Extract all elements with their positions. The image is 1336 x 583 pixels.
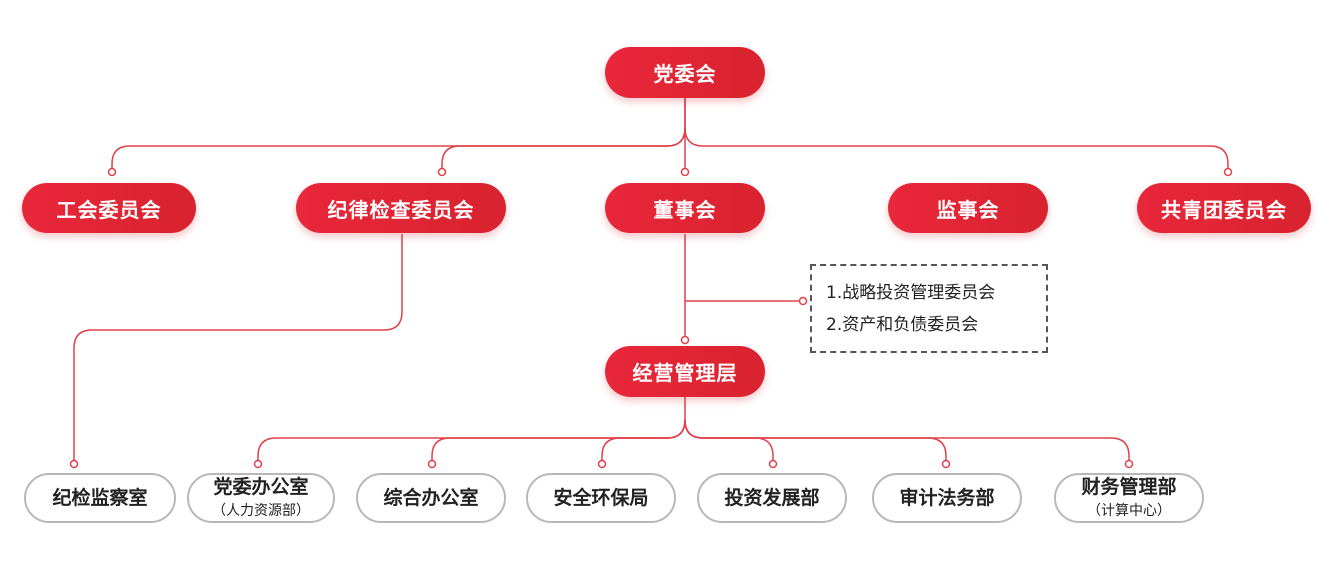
node-label: 监事会 xyxy=(936,197,1000,222)
dept-sublabel: （人力资源部） xyxy=(212,503,310,519)
dept-finance[interactable]: 财务管理部 （计算中心） xyxy=(1054,473,1204,523)
dept-label: 纪检监察室 xyxy=(52,487,148,509)
dept-label: 安全环保局 xyxy=(553,487,649,509)
node-youth-league-committee[interactable]: 共青团委员会 xyxy=(1137,183,1311,233)
dept-label: 审计法务部 xyxy=(899,487,995,509)
node-discipline-committee[interactable]: 纪律检查委员会 xyxy=(296,183,506,233)
dept-label: 综合办公室 xyxy=(383,487,479,509)
dept-investment-development[interactable]: 投资发展部 xyxy=(697,473,847,523)
dept-audit-legal[interactable]: 审计法务部 xyxy=(872,473,1022,523)
node-management[interactable]: 经营管理层 xyxy=(605,346,765,397)
committee-item: 2.资产和负债委员会 xyxy=(826,314,979,335)
dept-label: 党委办公室 xyxy=(213,476,309,498)
committee-item: 1.战略投资管理委员会 xyxy=(826,282,996,303)
node-trade-union[interactable]: 工会委员会 xyxy=(22,183,196,233)
node-label: 经营管理层 xyxy=(632,361,738,385)
dept-sublabel: （计算中心） xyxy=(1087,503,1171,519)
node-board-of-directors[interactable]: 董事会 xyxy=(605,183,765,233)
dept-label: 投资发展部 xyxy=(724,487,820,509)
node-label: 董事会 xyxy=(653,197,717,222)
node-label: 工会委员会 xyxy=(56,197,162,222)
node-label: 纪律检查委员会 xyxy=(327,197,475,222)
dept-safety-environment[interactable]: 安全环保局 xyxy=(526,473,676,523)
dept-party-office[interactable]: 党委办公室 （人力资源部） xyxy=(187,473,335,523)
dept-general-office[interactable]: 综合办公室 xyxy=(356,473,506,523)
board-committees-box: 1.战略投资管理委员会 2.资产和负债委员会 xyxy=(810,264,1048,353)
node-board-of-supervisors[interactable]: 监事会 xyxy=(888,183,1048,233)
node-party-committee[interactable]: 党委会 xyxy=(605,47,765,98)
dept-label: 财务管理部 xyxy=(1081,476,1177,498)
dept-discipline-office[interactable]: 纪检监察室 xyxy=(24,473,176,523)
node-label: 共青团委员会 xyxy=(1161,197,1287,222)
node-label: 党委会 xyxy=(653,62,717,86)
